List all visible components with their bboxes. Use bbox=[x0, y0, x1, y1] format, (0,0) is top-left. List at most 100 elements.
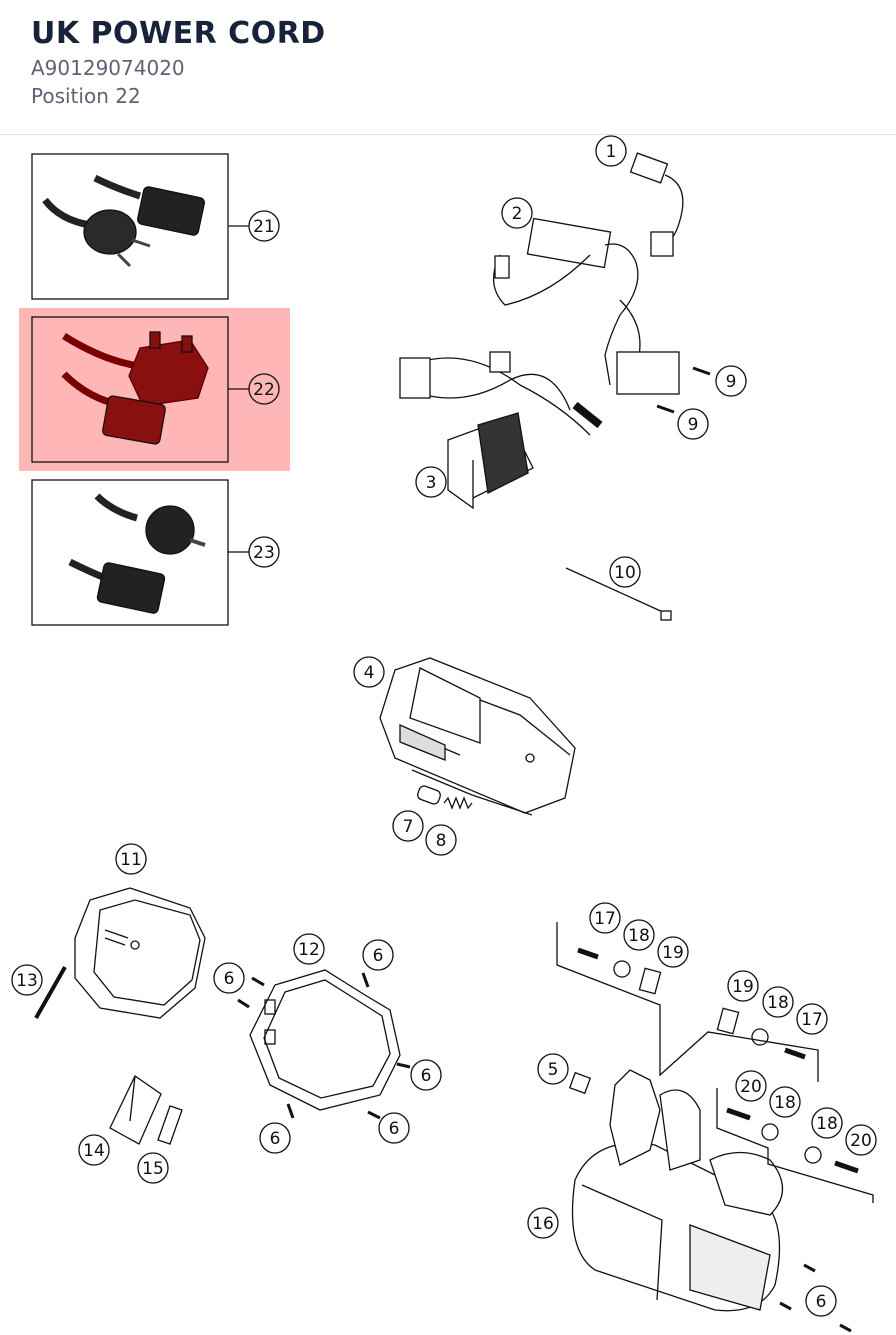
callout-number: 5 bbox=[548, 1060, 559, 1080]
callout-18-2[interactable]: 18 bbox=[762, 986, 794, 1018]
page-header: UK POWER CORD A90129074020 Position 22 bbox=[0, 0, 896, 135]
part-2-harness[interactable] bbox=[493, 217, 680, 395]
callout-number: 20 bbox=[850, 1131, 872, 1151]
callout-23[interactable]: 23 bbox=[248, 536, 280, 568]
part-16-motor[interactable] bbox=[571, 1069, 783, 1312]
callout-circle bbox=[796, 1003, 828, 1035]
callout-circle bbox=[11, 964, 43, 996]
callout-circle bbox=[609, 556, 641, 588]
callout-circle bbox=[259, 1122, 291, 1154]
part-9-screw-bottom[interactable] bbox=[656, 404, 675, 414]
callout-6-2[interactable]: 6 bbox=[362, 939, 394, 971]
callout-circle bbox=[362, 939, 394, 971]
callout-8[interactable]: 8 bbox=[425, 824, 457, 856]
callout-number: 3 bbox=[426, 473, 437, 493]
callout-number: 15 bbox=[142, 1159, 164, 1179]
bolt-set-upper[interactable] bbox=[556, 922, 819, 1082]
part-1-sensor[interactable] bbox=[629, 152, 684, 257]
callout-circle bbox=[845, 1124, 877, 1156]
part-10-cable-tie[interactable] bbox=[565, 567, 672, 621]
part-7-plug[interactable] bbox=[416, 785, 441, 806]
part-13-rod[interactable] bbox=[34, 966, 67, 1019]
callout-6-3[interactable]: 6 bbox=[410, 1059, 442, 1091]
callout-22[interactable]: 22 bbox=[248, 373, 280, 405]
callout-circle bbox=[248, 373, 280, 405]
callout-18[interactable]: 18 bbox=[623, 919, 655, 951]
callout-circle bbox=[677, 408, 709, 440]
callout-number: 12 bbox=[298, 940, 320, 960]
callout-2[interactable]: 2 bbox=[501, 197, 533, 229]
part-8-spring[interactable] bbox=[443, 796, 473, 810]
callout-6[interactable]: 6 bbox=[213, 962, 245, 994]
callout-6-6[interactable]: 6 bbox=[805, 1285, 837, 1317]
cord-box-21[interactable] bbox=[31, 153, 249, 300]
callout-circle bbox=[715, 365, 747, 397]
callout-circle bbox=[392, 810, 424, 842]
callout-number: 16 bbox=[532, 1214, 554, 1234]
callout-circle bbox=[293, 933, 325, 965]
callout-circle bbox=[537, 1053, 569, 1085]
callout-circle bbox=[213, 962, 245, 994]
callout-5[interactable]: 5 bbox=[537, 1053, 569, 1085]
part-5-nut[interactable] bbox=[568, 1071, 592, 1095]
callout-19[interactable]: 19 bbox=[657, 936, 689, 968]
callout-19-2[interactable]: 19 bbox=[727, 970, 759, 1002]
callout-circle bbox=[78, 1134, 110, 1166]
callout-17-2[interactable]: 17 bbox=[796, 1003, 828, 1035]
callout-number: 18 bbox=[816, 1114, 838, 1134]
callout-9[interactable]: 9 bbox=[715, 365, 747, 397]
callout-number: 23 bbox=[253, 543, 275, 563]
callout-6-4[interactable]: 6 bbox=[378, 1112, 410, 1144]
callout-number: 6 bbox=[421, 1066, 432, 1086]
callout-21[interactable]: 21 bbox=[248, 210, 280, 242]
callout-labels: 1234566666678991011121314151617171818181… bbox=[11, 135, 877, 1317]
cord-box-23[interactable] bbox=[31, 479, 249, 626]
callout-number: 11 bbox=[120, 850, 142, 870]
callout-circle bbox=[425, 824, 457, 856]
part-9-screw-top[interactable] bbox=[692, 366, 711, 376]
part-3-harness-controller[interactable] bbox=[399, 351, 603, 510]
callout-number: 10 bbox=[614, 563, 636, 583]
callout-circle bbox=[415, 466, 447, 498]
callout-16[interactable]: 16 bbox=[527, 1207, 559, 1239]
callout-circle bbox=[378, 1112, 410, 1144]
callout-circle bbox=[735, 1070, 767, 1102]
callout-circle bbox=[501, 197, 533, 229]
callout-12[interactable]: 12 bbox=[293, 933, 325, 965]
position-label: Position 22 bbox=[31, 84, 141, 108]
cord-box-22[interactable] bbox=[31, 316, 249, 463]
callout-17[interactable]: 17 bbox=[589, 902, 621, 934]
callout-7[interactable]: 7 bbox=[392, 810, 424, 842]
callout-number: 19 bbox=[732, 977, 754, 997]
callout-18-3[interactable]: 18 bbox=[769, 1086, 801, 1118]
callout-number: 18 bbox=[774, 1093, 796, 1113]
callout-18-4[interactable]: 18 bbox=[811, 1107, 843, 1139]
callout-10[interactable]: 10 bbox=[609, 556, 641, 588]
part-11-cover[interactable] bbox=[74, 887, 206, 1019]
callout-15[interactable]: 15 bbox=[137, 1152, 169, 1184]
callout-13[interactable]: 13 bbox=[11, 964, 43, 996]
part-6-screw-b[interactable] bbox=[286, 972, 411, 1120]
callout-11[interactable]: 11 bbox=[115, 843, 147, 875]
part-14-bracket[interactable] bbox=[109, 1075, 162, 1145]
callout-number: 19 bbox=[662, 943, 684, 963]
part-6-screws-bottom[interactable] bbox=[779, 1263, 852, 1333]
callout-1[interactable]: 1 bbox=[595, 135, 627, 167]
callout-number: 18 bbox=[628, 926, 650, 946]
callout-number: 6 bbox=[373, 946, 384, 966]
callout-20[interactable]: 20 bbox=[735, 1070, 767, 1102]
part-6-screw-a[interactable] bbox=[237, 976, 265, 1009]
bolt-set-lower[interactable] bbox=[716, 1088, 874, 1203]
part-12-frame[interactable] bbox=[249, 969, 401, 1111]
callout-4[interactable]: 4 bbox=[353, 656, 385, 688]
callout-number: 17 bbox=[594, 909, 616, 929]
callout-3[interactable]: 3 bbox=[415, 466, 447, 498]
part-15-clip[interactable] bbox=[157, 1105, 183, 1145]
callout-20-2[interactable]: 20 bbox=[845, 1124, 877, 1156]
callout-6-5[interactable]: 6 bbox=[259, 1122, 291, 1154]
part-4-battery[interactable] bbox=[379, 657, 576, 816]
callout-circle bbox=[137, 1152, 169, 1184]
callout-14[interactable]: 14 bbox=[78, 1134, 110, 1166]
callout-number: 2 bbox=[512, 204, 523, 224]
callout-9-2[interactable]: 9 bbox=[677, 408, 709, 440]
